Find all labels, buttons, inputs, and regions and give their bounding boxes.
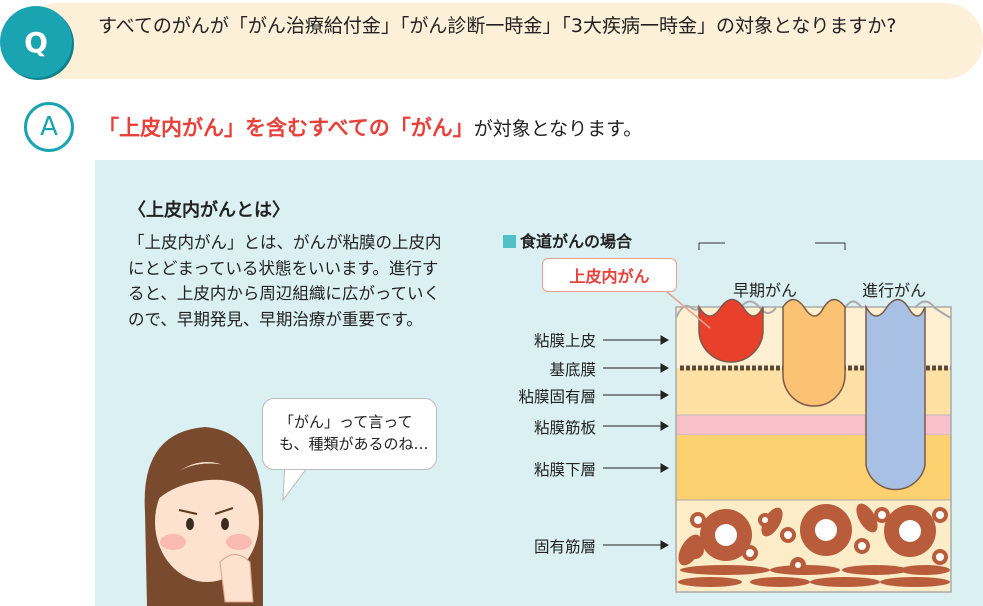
early-cancer [782, 298, 846, 407]
woman-illustration [144, 427, 264, 606]
answer-highlight: 「上皮内がん」を含むすべての「がん」 [98, 116, 474, 140]
layer-label-basement: 基底膜 [549, 361, 596, 379]
legend-label: 食道がんの場合 [520, 232, 633, 251]
layer-label-submucosa: 粘膜下層 [533, 461, 596, 479]
esophagus-diagram [603, 242, 952, 593]
answer-rest: が対象となります。 [473, 118, 643, 140]
layer-label-muscle: 固有筋層 [533, 538, 596, 556]
diagram-legend: 食道がんの場合 [503, 228, 632, 252]
intraepithelial-callout: 上皮内がん [542, 258, 677, 292]
legend-swatch [503, 235, 516, 248]
early-bracket-left [698, 242, 725, 250]
question-badge: Q [0, 6, 72, 78]
intraepithelial-cancer [698, 298, 764, 363]
layer-label-mm: 粘膜筋板 [533, 419, 596, 437]
label-arrows [603, 335, 670, 550]
early-bracket-right [815, 242, 846, 250]
answer-text: 「上皮内がん」を含むすべての「がん」が対象となります。 [98, 112, 642, 142]
advanced-cancer-label: 進行がん [862, 281, 927, 300]
layer-label-lamina: 粘膜固有層 [518, 388, 596, 406]
early-cancer-label: 早期がん [733, 281, 798, 300]
callout-pointer [666, 291, 711, 329]
answer-badge: A [24, 102, 74, 152]
explanation-body: 「上皮内がん」とは、がんが粘膜の上皮内にとどまっている状態をいいます。進行すると… [128, 233, 442, 329]
speech-bubble: 「がん」って言っても、種類があるのね… [262, 398, 437, 470]
advanced-cancer [865, 298, 926, 491]
layer-label-epithelium: 粘膜上皮 [533, 332, 596, 350]
explanation-heading: 〈上皮内がんとは〉 [128, 200, 290, 221]
question-bar [20, 3, 983, 79]
speech-bubble-tail [282, 460, 314, 502]
question-text: すべてのがんが「がん治療給付金」「がん診断一時金」「3大疾病一時金」の対象となり… [98, 15, 897, 37]
